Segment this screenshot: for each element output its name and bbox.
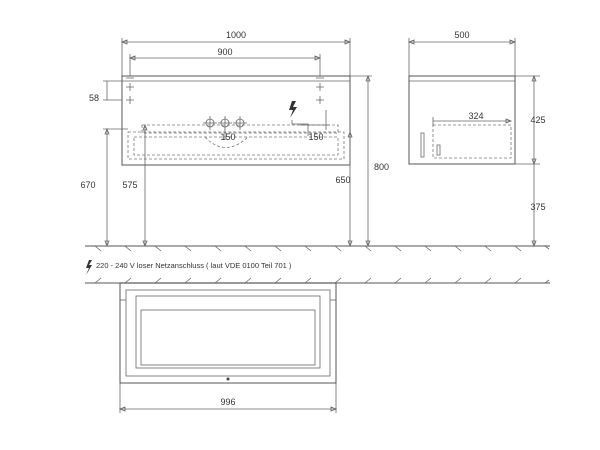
dim-floor-clearance: 375 — [530, 202, 545, 212]
front-view: 1000 900 58 670 575 150 150 650 — [80, 30, 389, 248]
dim-total-height: 800 — [374, 162, 389, 172]
tap-holes — [203, 116, 247, 130]
top-view: 996 — [85, 277, 550, 413]
lightning-bolt-icon — [289, 101, 297, 118]
electrical-note: 220 - 240 V loser Netzanschluss ( laut V… — [86, 260, 292, 275]
dim-drawer-depth: 324 — [468, 111, 483, 121]
front-drawer-recess — [127, 131, 345, 160]
mounting-points — [126, 77, 324, 104]
dim-tap-distance-right: 150 — [308, 132, 323, 142]
side-cabinet-outline — [408, 75, 516, 165]
side-view: 500 324 425 375 — [407, 30, 546, 248]
dim-top-offset: 58 — [89, 93, 99, 103]
floor-line — [85, 245, 550, 252]
dim-side-depth: 500 — [454, 30, 469, 40]
dim-top-width: 996 — [220, 397, 235, 407]
dim-overall-width: 1000 — [226, 30, 246, 40]
dim-inner-width: 900 — [217, 47, 232, 57]
top-cabinet-outline — [119, 282, 337, 384]
dim-cabinet-height: 425 — [530, 115, 545, 125]
dim-drain-height: 575 — [122, 180, 137, 190]
dim-tap-distance-left: 150 — [220, 132, 235, 142]
dim-siphon-height: 670 — [80, 180, 95, 190]
lightning-bolt-icon — [86, 260, 92, 275]
front-cabinet-outline — [121, 75, 351, 166]
dim-socket-height: 650 — [335, 175, 350, 185]
electrical-note-text: 220 - 240 V loser Netzanschluss ( laut V… — [96, 261, 292, 270]
